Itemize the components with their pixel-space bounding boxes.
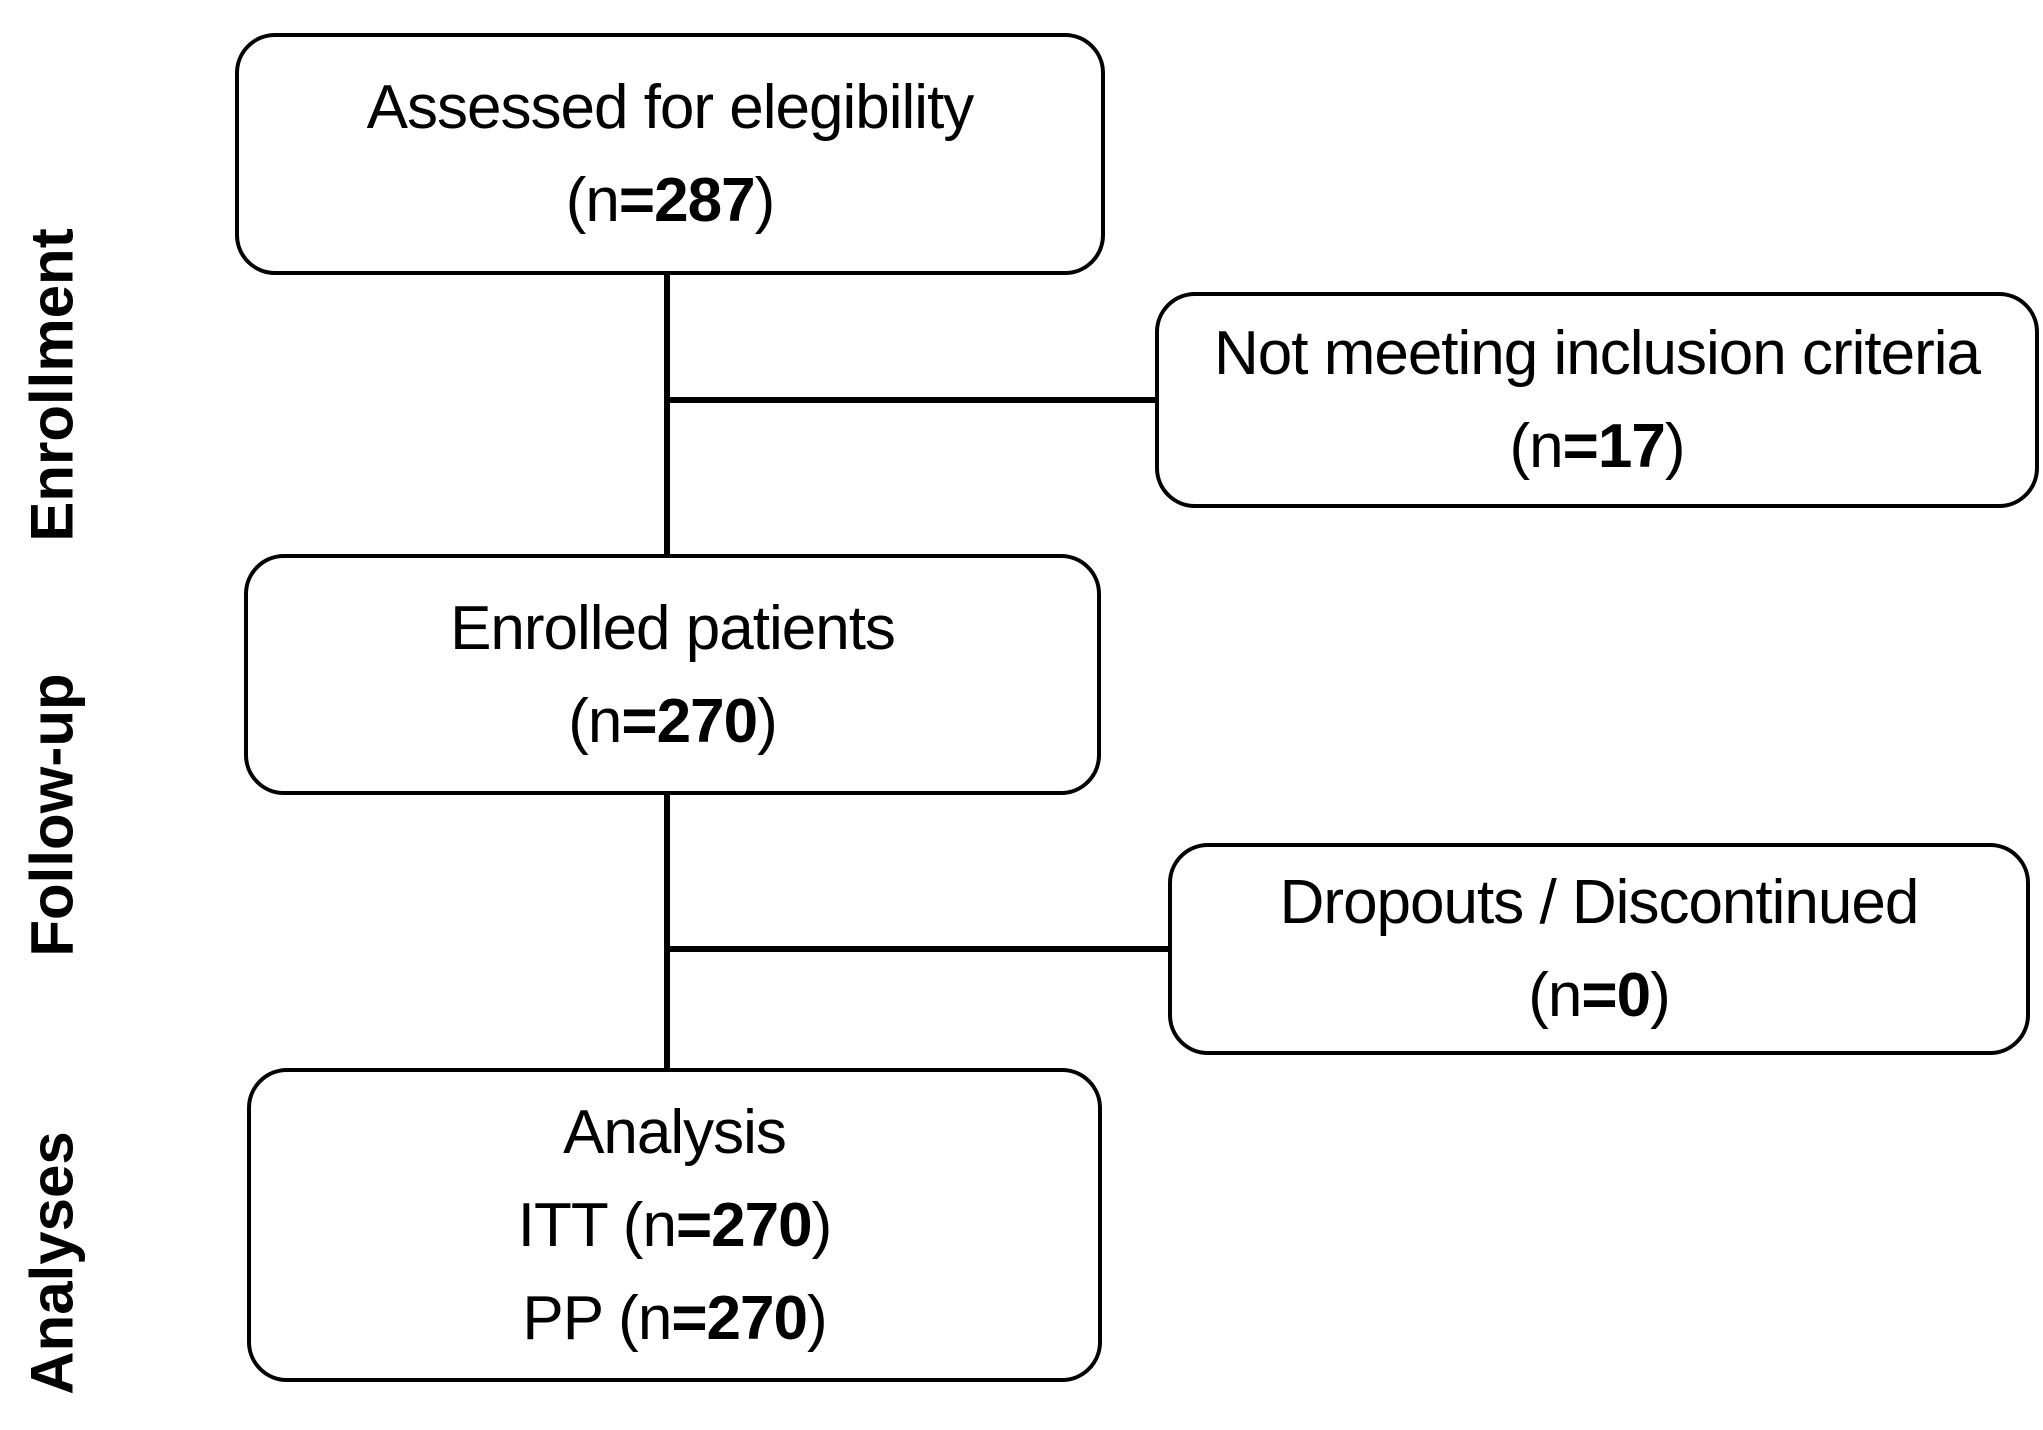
stage-label-analyses: Analyses [18, 1131, 86, 1395]
dropouts-count-open: (n [1528, 961, 1582, 1030]
enrolled-count: (n=270) [568, 675, 778, 768]
assessed-count: (n=287) [565, 154, 776, 247]
assessed-count-close: ) [754, 166, 776, 235]
dropouts-count-close: ) [1650, 961, 1671, 1030]
box-not-meeting-inclusion-criteria: Not meeting inclusion criteria (n=17) [1155, 292, 2039, 508]
not-meeting-count-close: ) [1664, 412, 1686, 481]
dropouts-title: Dropouts / Discontinued [1279, 868, 1920, 937]
box-analysis: Analysis ITT (n=270) PP (n=270) [247, 1068, 1102, 1382]
not-meeting-count: (n=17) [1509, 400, 1686, 493]
analysis-itt-value: =270 [675, 1190, 813, 1260]
enrolled-count-value: =270 [621, 686, 758, 756]
not-meeting-title: Not meeting inclusion criteria [1213, 319, 1981, 388]
analysis-itt-open: ITT (n [517, 1190, 677, 1260]
analysis-pp-close: ) [806, 1283, 828, 1353]
analysis-pp-open: PP (n [522, 1283, 672, 1353]
not-meeting-count-open: (n [1509, 412, 1564, 481]
enrolled-count-open: (n [568, 686, 622, 756]
box-enrolled-patients: Enrolled patients (n=270) [244, 554, 1101, 795]
connector-assessed-to-enrolled-line [664, 273, 670, 556]
box-dropouts-discontinued: Dropouts / Discontinued (n=0) [1168, 843, 2030, 1055]
assessed-title: Assessed for elegibility [366, 73, 975, 142]
stage-label-enrollment: Enrollment [18, 228, 86, 542]
enrolled-count-close: ) [757, 686, 778, 756]
not-meeting-count-value: =17 [1562, 412, 1666, 481]
analysis-pp-count: PP (n=270) [522, 1272, 828, 1365]
stage-label-follow-up: Follow-up [18, 673, 86, 957]
assessed-count-open: (n [565, 166, 620, 235]
analysis-pp-value: =270 [671, 1283, 808, 1353]
dropouts-count-value: =0 [1581, 961, 1651, 1030]
connector-branch-not-meeting-line [667, 397, 1157, 403]
enrolled-title: Enrolled patients [450, 593, 896, 663]
connector-enrolled-to-analysis-line [664, 793, 670, 1070]
analysis-title: Analysis [563, 1097, 787, 1167]
analysis-itt-close: ) [811, 1190, 833, 1260]
analysis-itt-count: ITT (n=270) [518, 1179, 832, 1272]
assessed-count-value: =287 [618, 166, 756, 235]
connector-branch-dropouts-line [667, 946, 1170, 952]
box-assessed-for-eligibility: Assessed for elegibility (n=287) [235, 33, 1105, 275]
dropouts-count: (n=0) [1528, 949, 1670, 1042]
